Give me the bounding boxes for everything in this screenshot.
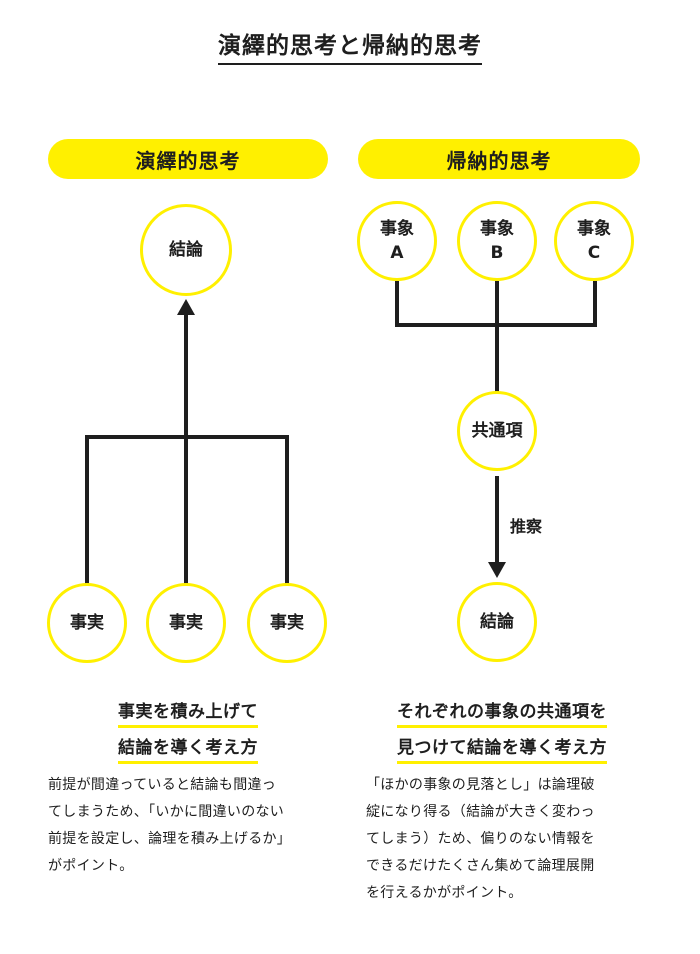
inductive-merge-right bbox=[593, 281, 597, 327]
inductive-header-label: 帰納的思考 bbox=[446, 148, 552, 173]
inductive-headline-1: それぞれの事象の共通項を bbox=[352, 697, 652, 728]
inductive-arrow-shaft bbox=[495, 476, 499, 564]
deductive-branch-left bbox=[85, 435, 89, 585]
deductive-fact-node: 事実 bbox=[146, 583, 226, 663]
inductive-event-label: 事象 bbox=[480, 219, 514, 239]
page-title: 演繹的思考と帰納的思考 bbox=[0, 26, 700, 65]
inductive-merge-left bbox=[395, 281, 399, 327]
inductive-event-node: 事象 C bbox=[554, 201, 634, 281]
inductive-common-node: 共通項 bbox=[457, 391, 537, 471]
inductive-event-node: 事象 B bbox=[457, 201, 537, 281]
deductive-fact-node: 事実 bbox=[47, 583, 127, 663]
deductive-conclusion-node: 結論 bbox=[140, 204, 232, 296]
inductive-event-letter: C bbox=[587, 243, 601, 263]
page-title-text: 演繹的思考と帰納的思考 bbox=[218, 26, 482, 65]
inductive-event-letter: B bbox=[490, 243, 504, 263]
deductive-header-label: 演繹的思考 bbox=[135, 148, 241, 173]
deductive-branch-right bbox=[285, 435, 289, 585]
deductive-fact-label: 事実 bbox=[70, 613, 104, 633]
inductive-event-node: 事象 A bbox=[357, 201, 437, 281]
inductive-event-label: 事象 bbox=[577, 219, 611, 239]
inductive-event-label: 事象 bbox=[380, 219, 414, 239]
inductive-merge-center bbox=[495, 281, 499, 393]
deductive-fact-label: 事実 bbox=[169, 613, 203, 633]
inductive-conclusion-node: 結論 bbox=[457, 582, 537, 662]
inductive-common-label: 共通項 bbox=[471, 421, 523, 441]
inductive-merge-bar bbox=[395, 323, 597, 327]
deductive-fact-node: 事実 bbox=[247, 583, 327, 663]
inductive-inference-label: 推察 bbox=[510, 517, 543, 536]
deductive-description: 前提が間違っていると結論も間違っ てしまうため、「いかに間違いのない 前提を設定… bbox=[48, 777, 292, 874]
deductive-header: 演繹的思考 bbox=[48, 139, 328, 179]
deductive-headline-1: 事実を積み上げて bbox=[48, 697, 328, 728]
deductive-arrow-head bbox=[177, 299, 195, 315]
inductive-header: 帰納的思考 bbox=[358, 139, 640, 179]
inductive-event-letter: A bbox=[390, 243, 404, 263]
inductive-conclusion-label: 結論 bbox=[480, 612, 514, 632]
deductive-fact-label: 事実 bbox=[270, 613, 304, 633]
deductive-conclusion-label: 結論 bbox=[169, 240, 203, 260]
deductive-headline-2: 結論を導く考え方 bbox=[48, 733, 328, 764]
inductive-description: 「ほかの事象の見落とし」は論理破 綻になり得る（結論が大きく変わっ てしまう）た… bbox=[366, 777, 595, 901]
inductive-headline-2: 見つけて結論を導く考え方 bbox=[352, 733, 652, 764]
deductive-branch-bar bbox=[85, 435, 289, 439]
deductive-arrow-shaft bbox=[184, 313, 188, 585]
inductive-arrow-head bbox=[488, 562, 506, 578]
